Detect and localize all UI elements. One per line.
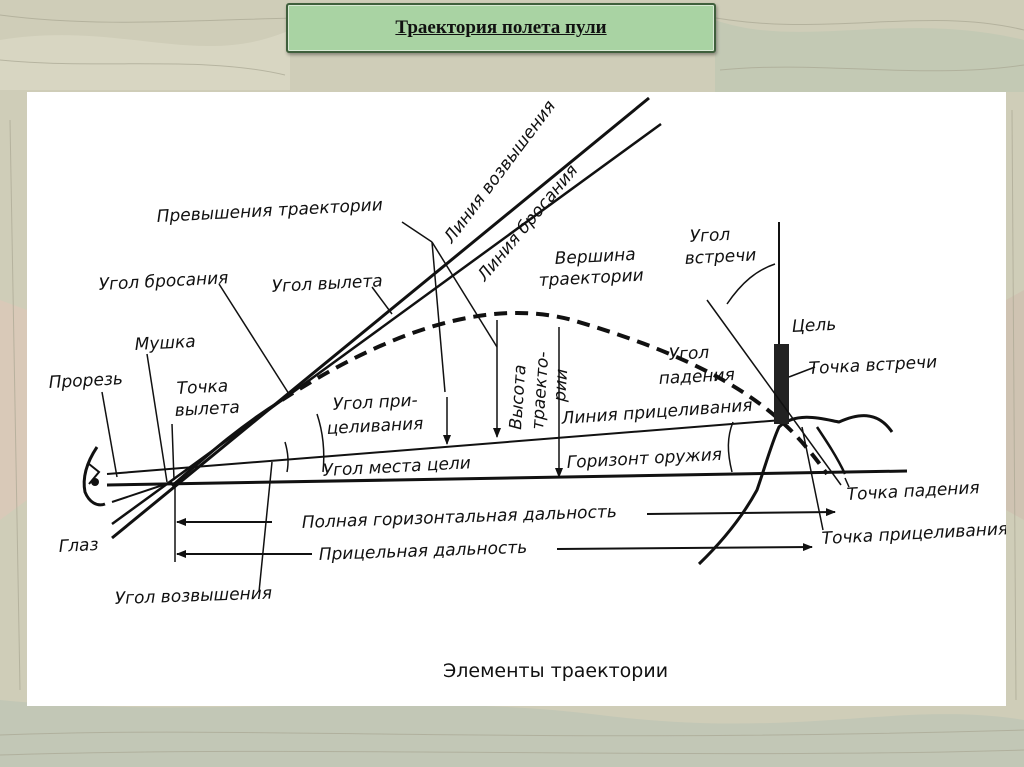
label-meeting-point: Точка встречи xyxy=(808,352,937,379)
label-aiming-point: Точка прицеливания xyxy=(821,519,1006,549)
leader-elevation-angle xyxy=(258,461,273,593)
leader-departure-point xyxy=(171,423,175,481)
hill-terrain-right xyxy=(815,426,847,475)
trajectory-dashed xyxy=(280,310,829,476)
label-trajectory-excess: Превышения траектории xyxy=(156,195,383,227)
full-range-end xyxy=(646,508,836,517)
target-rect xyxy=(774,344,789,424)
aiming-angle-arc xyxy=(316,413,325,473)
diagram-caption: Элементы траектории xyxy=(443,660,668,682)
label-height-2: траекто- xyxy=(528,351,553,430)
label-fall-angle-1: Угол xyxy=(668,343,710,365)
label-departure-angle: Угол вылета xyxy=(271,271,383,297)
fall-angle-arc xyxy=(727,421,734,473)
leader-excess-1 xyxy=(401,221,433,243)
label-target: Цель xyxy=(791,315,837,337)
slide-title: Траектория полета пули xyxy=(395,17,607,38)
fall-tangent xyxy=(706,299,842,486)
label-departure-point-2: вылета xyxy=(174,398,240,421)
label-height-3: рии xyxy=(550,368,572,403)
leader-meeting-point xyxy=(788,366,816,378)
label-rear-sight: Прорезь xyxy=(48,369,123,393)
leader-throw-angle xyxy=(218,283,290,395)
trajectory-solid xyxy=(171,398,283,488)
label-aim-range: Прицельная дальность xyxy=(318,538,527,565)
aim-range-end xyxy=(556,543,813,552)
label-meeting-angle-1: Угол xyxy=(689,225,731,247)
label-elevation-angle: Угол возвышения xyxy=(114,584,272,609)
leader-fall-point xyxy=(844,477,850,488)
leader-front-sight xyxy=(146,353,168,483)
elevation-line xyxy=(111,96,650,540)
label-weapon-horizon: Горизонт оружия xyxy=(566,445,722,473)
leader-rear-sight xyxy=(101,391,118,478)
leader-departure-angle xyxy=(371,286,393,315)
label-fall-point: Точка падения xyxy=(846,478,980,505)
label-apex-2: траектории xyxy=(538,266,644,291)
weapon-horizon-line xyxy=(106,469,908,487)
label-meeting-angle-2: встречи xyxy=(684,245,757,269)
sight-line xyxy=(111,481,173,503)
label-throw-angle: Угол бросания xyxy=(98,268,229,295)
label-aiming-angle-1: Угол при- xyxy=(332,391,418,415)
label-apex-1: Вершина xyxy=(554,245,636,269)
meeting-angle-arc xyxy=(726,263,776,305)
label-elevation-line: Линия возвышения xyxy=(439,97,560,248)
diagram-sheet: Линия возвышения Линия бросания Превышен… xyxy=(27,92,1006,706)
aiming-line xyxy=(106,419,783,475)
label-departure-point-1: Точка xyxy=(176,376,228,399)
eye-icon xyxy=(82,446,106,507)
leader-excess-3 xyxy=(431,241,498,348)
label-target-angle: Угол места цели xyxy=(322,453,471,481)
label-front-sight: Мушка xyxy=(134,332,196,355)
label-fall-angle-2: падения xyxy=(658,365,735,389)
leader-aiming-point xyxy=(801,426,824,531)
departure-angle-arc xyxy=(284,441,289,473)
label-aiming-angle-2: целивания xyxy=(326,414,424,439)
label-full-range: Полная горизонтальная дальность xyxy=(301,502,617,533)
trajectory-diagram: Линия возвышения Линия бросания Превышен… xyxy=(48,96,1006,682)
leader-excess-2 xyxy=(431,241,446,393)
hill-terrain xyxy=(697,414,894,566)
label-eye: Глаз xyxy=(58,535,99,557)
label-height-1: Высота xyxy=(506,364,530,430)
slide-title-box: Траектория полета пули xyxy=(286,3,716,53)
